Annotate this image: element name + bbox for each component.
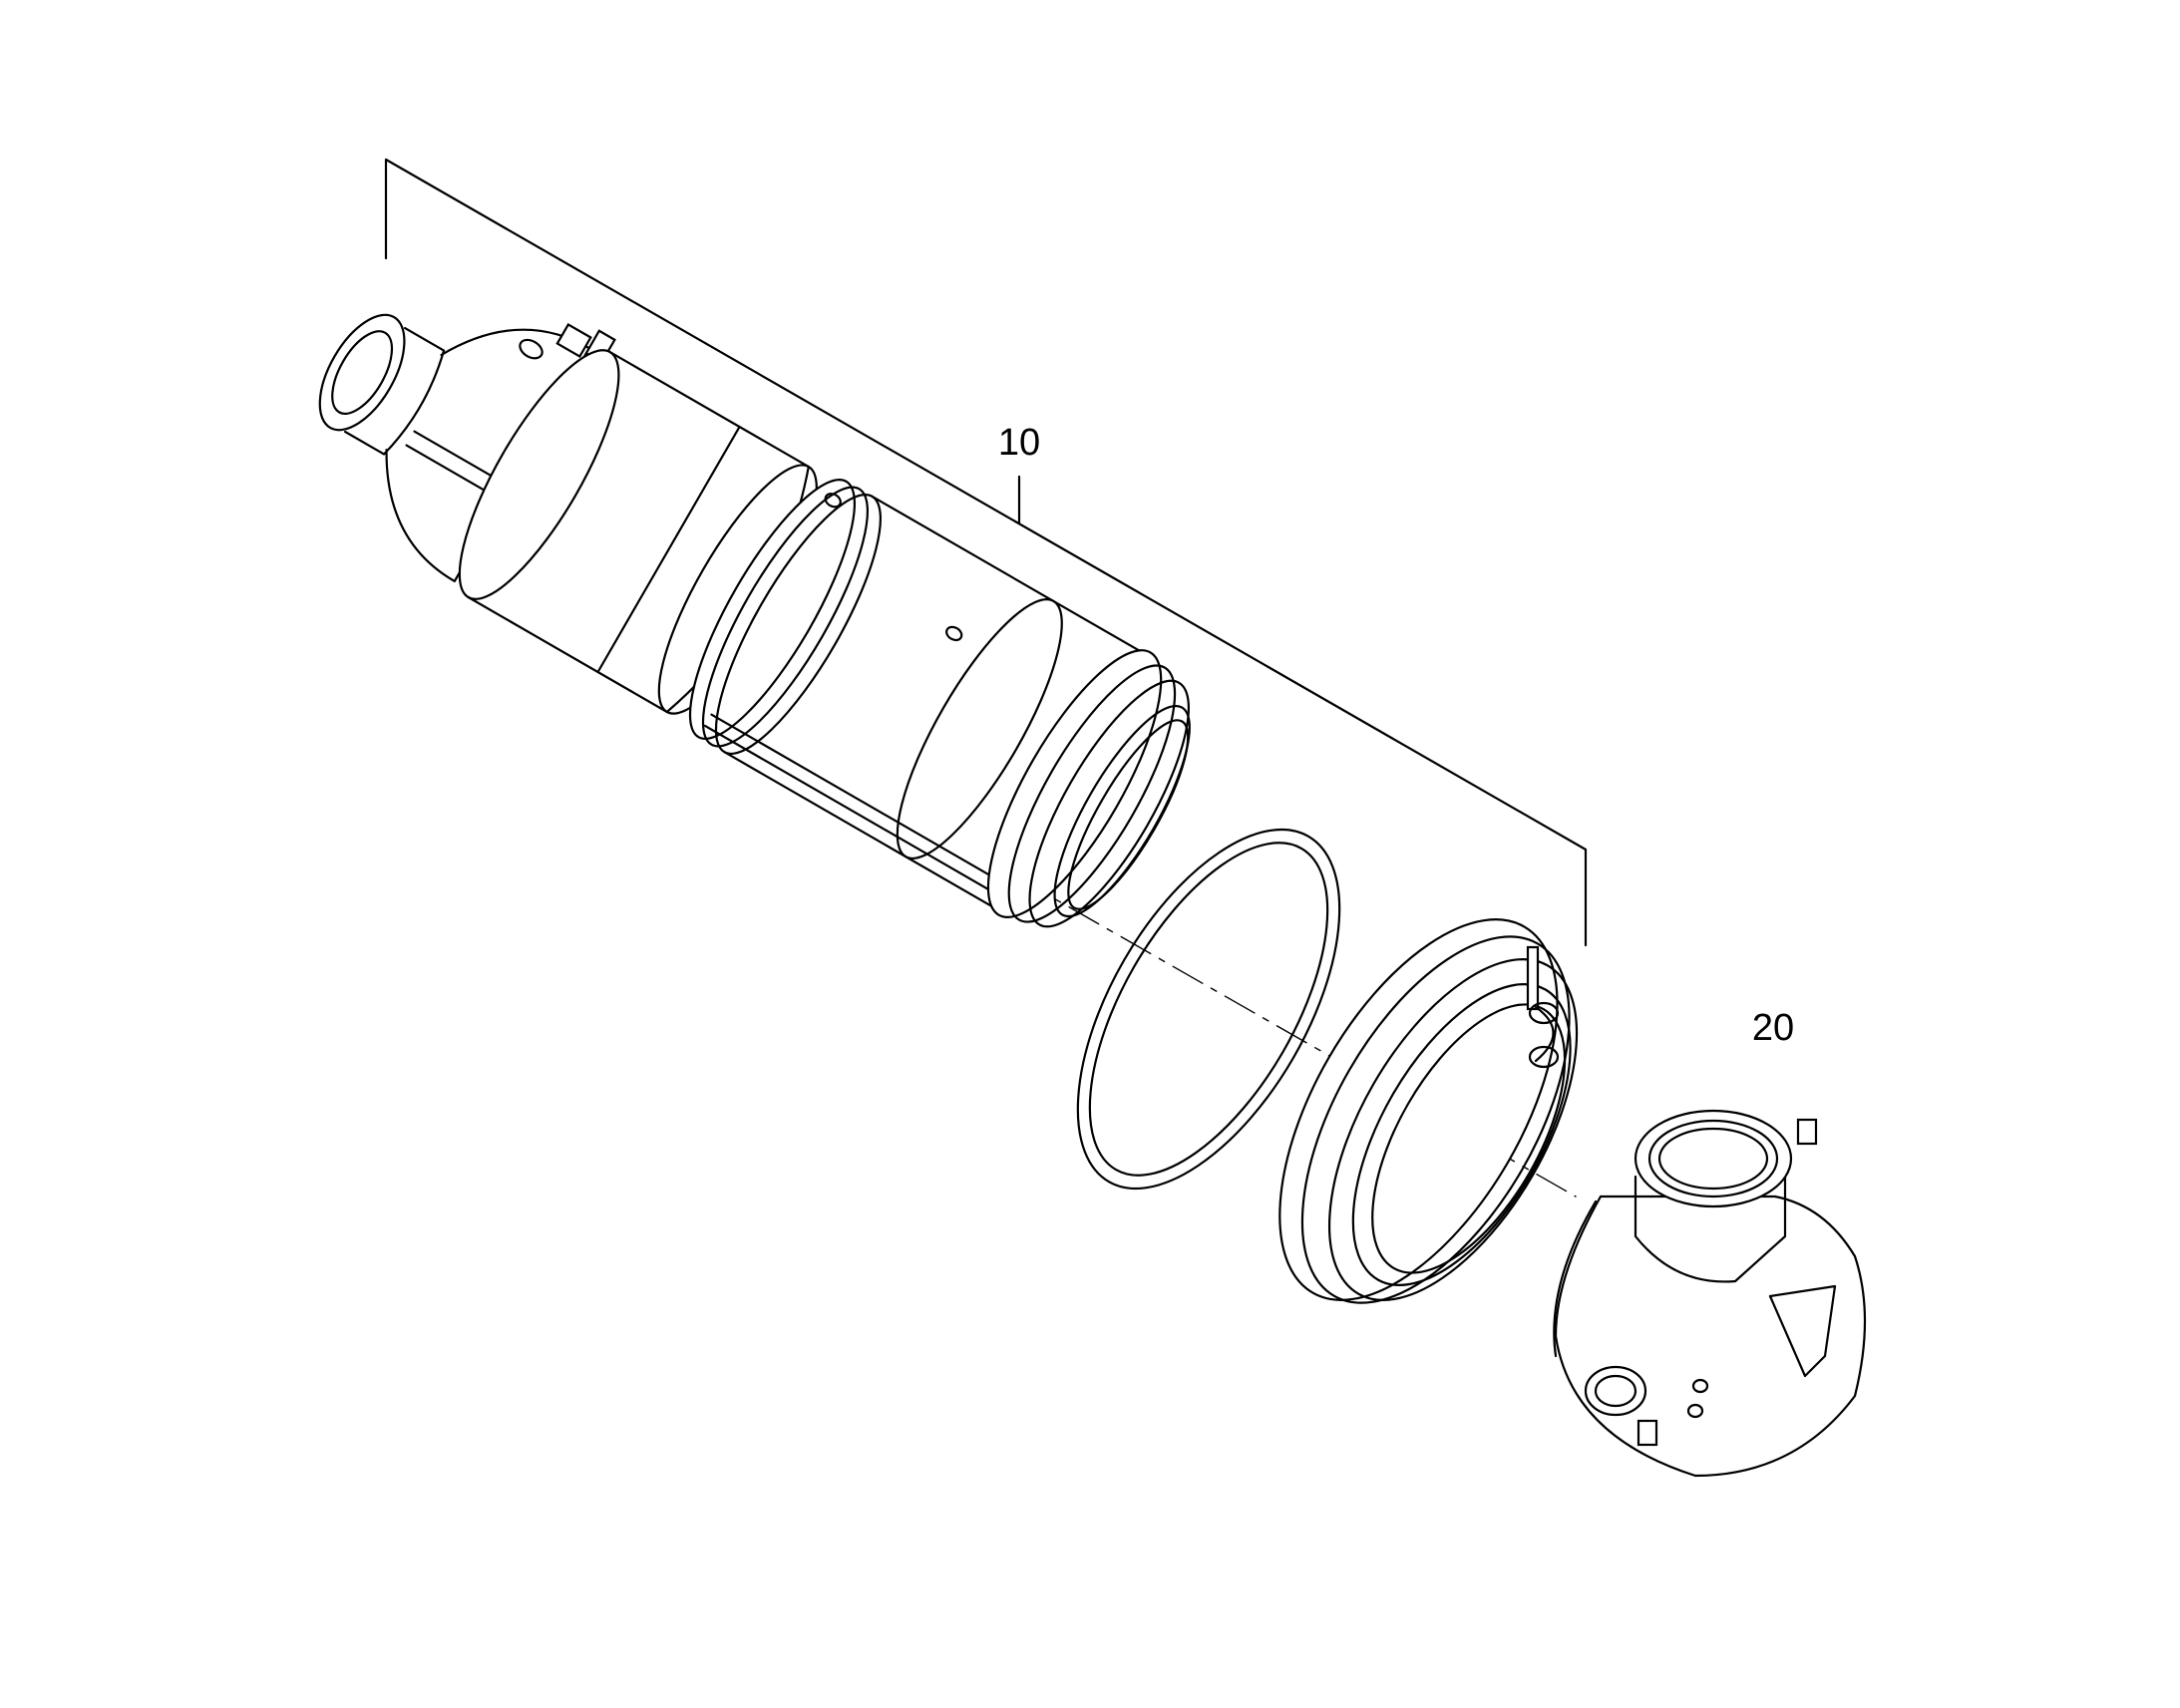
outlet-ring[interactable]: [957, 628, 1230, 960]
body-clamp-band: [688, 479, 1007, 897]
outlet-elbow[interactable]: [1553, 1109, 1867, 1478]
clamp-ring[interactable]: [1223, 874, 1637, 1358]
callout-20: 20: [1752, 1007, 1794, 1049]
callout-10: 10: [998, 422, 1040, 464]
clamp-bolt[interactable]: [1526, 945, 1560, 1069]
assembly-bracket: [384, 158, 1588, 947]
inlet-flange[interactable]: [302, 301, 452, 462]
filter-housing[interactable]: [258, 222, 1231, 960]
center-axis: [1016, 876, 1577, 1197]
body-band-1: [458, 349, 655, 624]
seal-ring[interactable]: [1024, 788, 1393, 1230]
